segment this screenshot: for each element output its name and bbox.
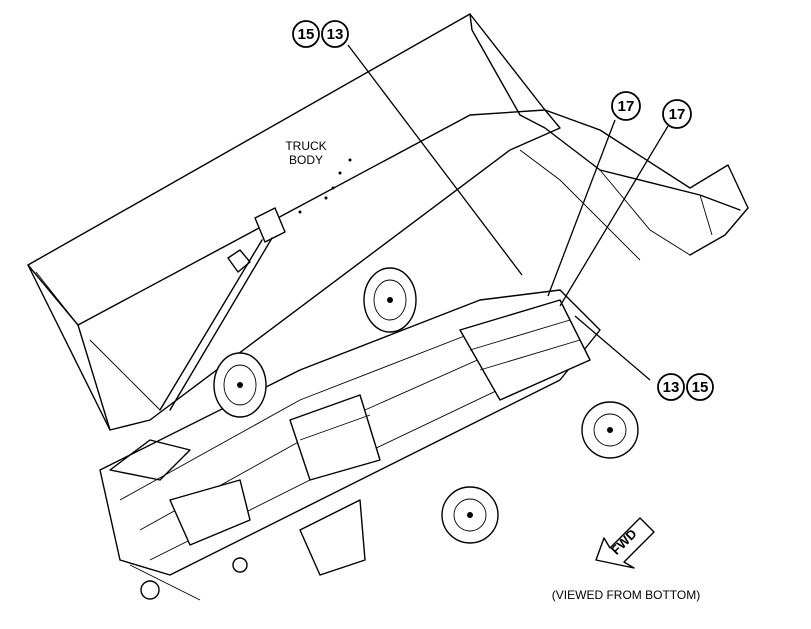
hub-bottom-mid (441, 486, 499, 544)
callout-17-right: 17 (662, 99, 692, 129)
callout-15-bottom: 15 (686, 373, 714, 401)
truck-body-drawing (27, 13, 749, 431)
truck-body-label-line2: BODY (289, 153, 323, 167)
hub-top (363, 267, 417, 333)
svg-text:17: 17 (669, 106, 686, 123)
callout-15-top: 15 (292, 20, 320, 48)
svg-text:15: 15 (692, 379, 709, 396)
hub-right (581, 401, 639, 459)
callout-13-top: 13 (321, 20, 349, 48)
svg-text:13: 13 (327, 26, 344, 43)
callout-right-mid: 17 17 (611, 91, 692, 129)
svg-text:15: 15 (298, 26, 315, 43)
fwd-arrow-icon: FWD (595, 517, 655, 569)
wheel-hubs-drawing (213, 267, 639, 544)
view-note: (VIEWED FROM BOTTOM) (552, 588, 700, 602)
callout-bottom-right: 13 15 (657, 373, 714, 401)
truck-body-label-line1: TRUCK (285, 139, 326, 153)
hub-left (213, 352, 267, 418)
leader-lines (347, 44, 669, 381)
chassis-frame-drawing (99, 289, 601, 601)
svg-text:17: 17 (618, 98, 635, 115)
callout-17-left: 17 (611, 91, 641, 121)
svg-text:13: 13 (663, 379, 680, 396)
callout-13-bottom: 13 (657, 373, 685, 401)
callout-top-left: 15 13 (292, 20, 349, 48)
